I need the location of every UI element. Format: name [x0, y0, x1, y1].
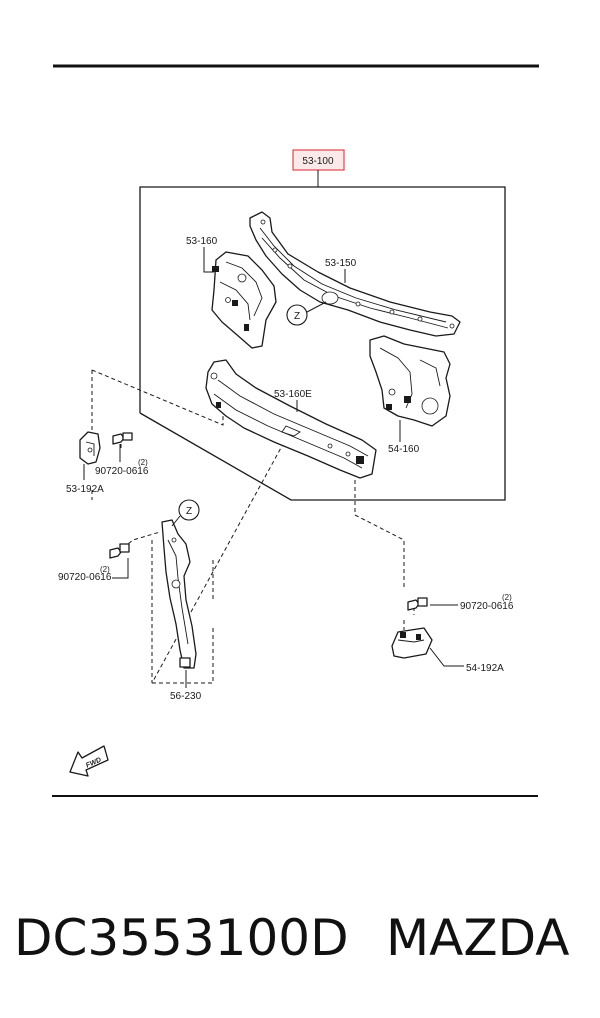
stay-bolt-callout: (2) 90720-0616	[58, 558, 129, 583]
stay	[161, 519, 197, 669]
right-mount	[391, 627, 433, 659]
left-mount-label: 53-192A	[66, 484, 104, 495]
assembly-callout: 53-100	[292, 149, 345, 187]
ref-z-top: Z	[286, 301, 327, 326]
left-bolt-qty: (2)	[138, 458, 148, 467]
footer-brand: MAZDA	[386, 909, 570, 967]
stay-label: 56-230	[170, 691, 202, 702]
assembly-frame	[139, 186, 506, 501]
assembly-label: 53-100	[302, 156, 334, 167]
stay-callout: 56-230	[170, 670, 202, 702]
left-bracket	[211, 251, 277, 349]
stay-bolt-qty: (2)	[100, 565, 110, 574]
right-bolt-callout: (2) 90720-0616	[430, 593, 514, 612]
right-mount-label: 54-192A	[466, 663, 504, 674]
stay-bolt-label: 90720-0616	[58, 572, 112, 583]
left-mount	[79, 431, 101, 465]
footer: DC3553100D MAZDA	[0, 898, 600, 978]
upper-member-label: 53-150	[325, 258, 357, 269]
left-bolt-label: 90720-0616	[95, 466, 149, 477]
right-bracket-label: 54-160	[388, 444, 420, 455]
right-bolt	[407, 597, 428, 611]
right-bolt-label: 90720-0616	[460, 601, 514, 612]
ref-z-top-label: Z	[294, 311, 300, 322]
right-bolt-qty: (2)	[502, 593, 512, 602]
stay-bolt	[109, 543, 130, 559]
ref-z-stay-label: Z	[186, 506, 192, 517]
dashed-guides	[91, 369, 415, 684]
right-bracket	[369, 335, 451, 427]
fwd-arrow-icon: FWD	[69, 745, 109, 777]
lower-member-callout: 53-160E	[274, 389, 312, 412]
upper-member	[249, 211, 461, 337]
lower-member-label: 53-160E	[274, 389, 312, 400]
left-bracket-label: 53-160	[186, 236, 218, 247]
left-bracket-callout: 53-160	[186, 236, 218, 273]
left-bolt	[112, 432, 133, 445]
upper-member-callout: 53-150	[325, 258, 357, 283]
left-mount-callout: 53-192A	[66, 464, 104, 495]
left-bolt-callout: (2) 90720-0616	[95, 444, 149, 477]
ref-z-stay: Z	[171, 499, 200, 527]
right-mount-callout: 54-192A	[429, 647, 504, 674]
lower-member	[205, 359, 377, 479]
footer-part-number: DC3553100D	[14, 909, 349, 967]
right-bracket-callout: 54-160	[388, 420, 420, 455]
